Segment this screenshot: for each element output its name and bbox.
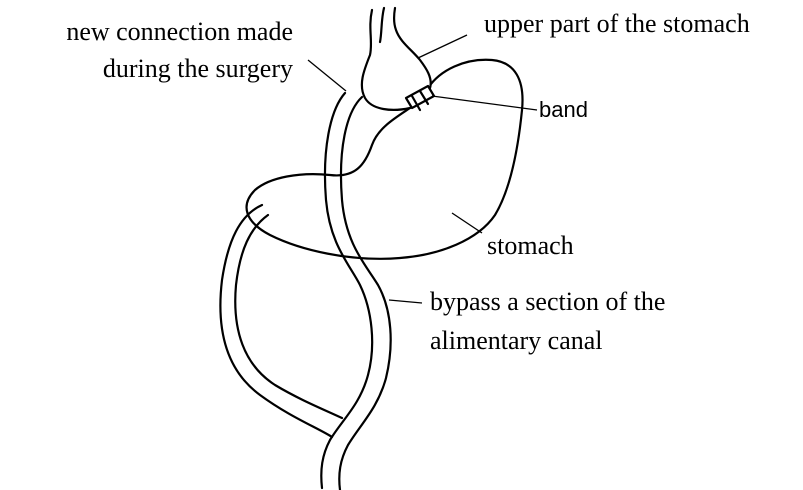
leader-upper-stomach — [418, 35, 467, 58]
bypass-intestine-left-wall — [321, 93, 372, 488]
label-new-connection-line2: during the surgery — [103, 54, 293, 83]
label-upper-stomach: upper part of the stomach — [484, 9, 750, 38]
label-bypass-line2: alimentary canal — [430, 326, 603, 355]
leader-bypass — [389, 300, 422, 303]
label-new-connection-line1: new connection made — [66, 17, 293, 46]
label-stomach: stomach — [487, 231, 574, 260]
leader-new-connection — [308, 60, 346, 91]
label-band: band — [539, 97, 588, 122]
label-bypass-line1: bypass a section of the — [430, 287, 665, 316]
